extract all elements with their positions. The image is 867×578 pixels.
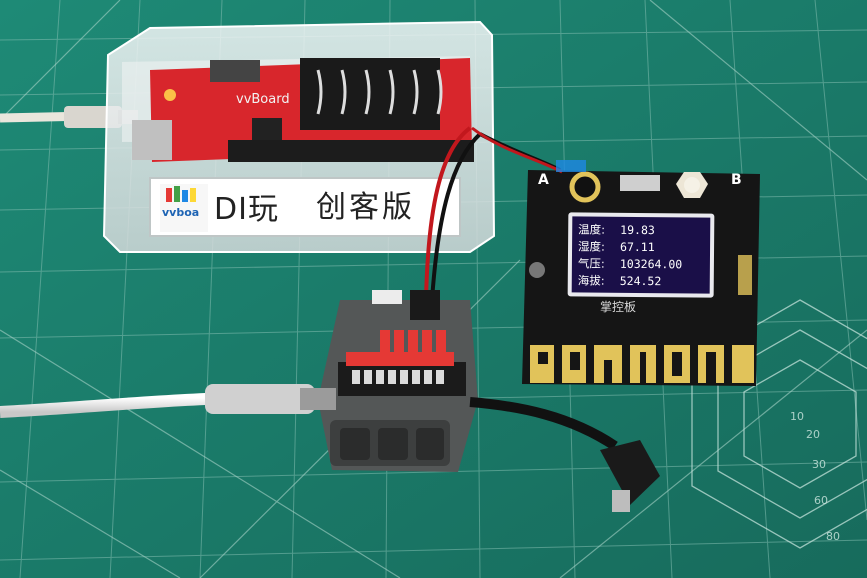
- oled-value: 19.83: [620, 222, 655, 238]
- oled-row-pressure: 气压: 103264.00: [578, 255, 710, 273]
- oled-value: 103264.00: [619, 256, 683, 272]
- oled-row-temperature: 温度: 19.83: [578, 221, 710, 239]
- oled-label: 温度:: [578, 222, 606, 237]
- label-di-wan: DI玩: [214, 192, 279, 227]
- svg-text:20: 20: [806, 428, 820, 441]
- oled-row-altitude: 海拔: 524.52: [578, 272, 710, 290]
- oled-label: 气压:: [577, 256, 605, 271]
- oled-value: 524.52: [619, 273, 662, 289]
- button-b-label: B: [731, 172, 742, 188]
- oled-row-humidity: 湿度: 67.11: [578, 238, 710, 256]
- button-a-label: A: [538, 172, 549, 188]
- sub-brand-label: 掌控板: [600, 300, 637, 314]
- oled-value: 67.11: [620, 239, 655, 255]
- sticker-logo: vvboa: [162, 206, 200, 219]
- oled-label: 海拔:: [577, 273, 605, 288]
- oled-label: 湿度:: [578, 239, 606, 254]
- svg-text:30: 30: [812, 458, 826, 471]
- svg-text:60: 60: [814, 494, 828, 507]
- svg-text:10: 10: [790, 410, 804, 423]
- svg-text:80: 80: [826, 530, 840, 543]
- vvboard-brand: vvBoard: [236, 92, 290, 107]
- oled-display: 温度: 19.83 湿度: 67.11 气压: 103264.00 海拔: 524.52: [567, 212, 715, 298]
- label-chuangke: 创客版: [316, 190, 415, 225]
